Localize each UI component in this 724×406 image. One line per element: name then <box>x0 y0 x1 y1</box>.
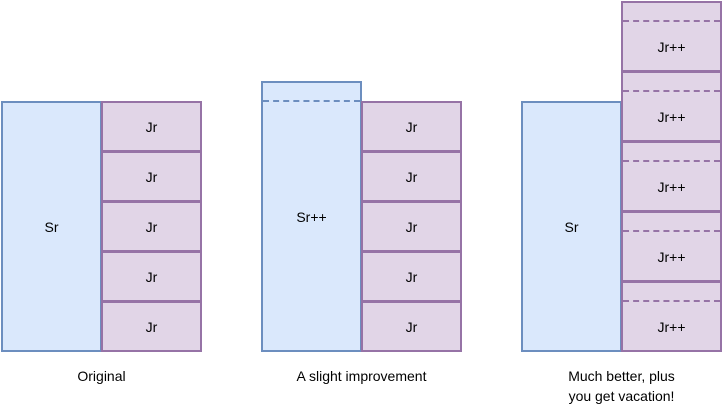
improvement-junior-box: Jr <box>361 101 462 152</box>
better-junior-box: Jr++ <box>621 281 722 352</box>
better-junior-growth-dashed-line <box>623 230 720 232</box>
better-junior-box: Jr++ <box>621 71 722 142</box>
improvement-senior-box: Sr++ <box>261 81 362 352</box>
original-junior-label: Jr <box>145 318 158 335</box>
original-junior-box: Jr <box>101 301 202 352</box>
original-junior-label: Jr <box>145 168 158 185</box>
original-junior-label: Jr <box>145 268 158 285</box>
improvement-growth-dashed-line <box>263 100 360 102</box>
better-junior-growth-dashed-line <box>623 20 720 22</box>
improvement-junior-box: Jr <box>361 151 462 202</box>
improvement-junior-label: Jr <box>405 118 418 135</box>
better-junior-label: Jr++ <box>657 178 686 195</box>
original-senior-box: Sr <box>1 101 102 352</box>
improvement-junior-label: Jr <box>405 318 418 335</box>
better-junior-box: Jr++ <box>621 1 722 72</box>
original-senior-label: Sr <box>44 218 59 235</box>
better-senior-box: Sr <box>521 101 622 352</box>
original-junior-box: Jr <box>101 151 202 202</box>
improvement-junior-label: Jr <box>405 268 418 285</box>
original-junior-box: Jr <box>101 101 202 152</box>
original-junior-label: Jr <box>145 218 158 235</box>
better-junior-growth-dashed-line <box>623 160 720 162</box>
original-junior-box: Jr <box>101 251 202 302</box>
improvement-junior-box: Jr <box>361 251 462 302</box>
better-junior-growth-dashed-line <box>623 300 720 302</box>
original-caption: Original <box>77 368 126 384</box>
better-junior-label: Jr++ <box>657 108 686 125</box>
better-caption-line2: you get vacation! <box>568 388 675 404</box>
better-junior-label: Jr++ <box>657 38 686 55</box>
improvement-junior-label: Jr <box>405 218 418 235</box>
improvement-junior-label: Jr <box>405 168 418 185</box>
better-junior-box: Jr++ <box>621 211 722 282</box>
improvement-junior-box: Jr <box>361 301 462 352</box>
better-junior-growth-dashed-line <box>623 90 720 92</box>
better-senior-label: Sr <box>564 218 579 235</box>
better-junior-label: Jr++ <box>657 318 686 335</box>
better-junior-box: Jr++ <box>621 141 722 212</box>
improvement-junior-box: Jr <box>361 201 462 252</box>
improvement-caption: A slight improvement <box>296 368 427 384</box>
better-caption-line1: Much better, plus <box>568 368 675 384</box>
original-junior-label: Jr <box>145 118 158 135</box>
improvement-senior-label: Sr++ <box>296 208 327 225</box>
original-junior-box: Jr <box>101 201 202 252</box>
better-junior-label: Jr++ <box>657 248 686 265</box>
